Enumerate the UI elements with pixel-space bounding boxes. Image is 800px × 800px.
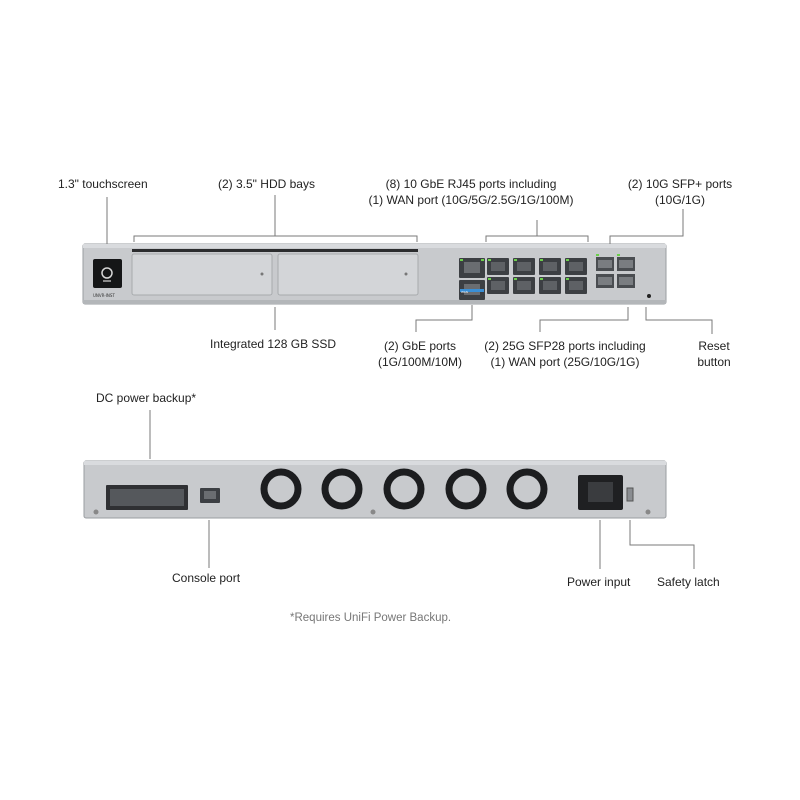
rj45-ports-label: (8) 10 GbE RJ45 ports including (1) WAN … (368, 177, 574, 207)
front-panel: UNVR-INST (82, 243, 667, 305)
console-port-label: Console port (172, 571, 241, 585)
reset-button[interactable] (647, 294, 651, 298)
hdd-bay-2[interactable] (277, 253, 419, 296)
fan-3 (383, 468, 425, 510)
cooling-fans (260, 468, 548, 510)
device-model-label: UNVR-INST (93, 293, 115, 298)
gbe-ports-label: (2) GbE ports (1G/100M/10M) (377, 339, 463, 369)
gbe-ports[interactable] (459, 258, 485, 300)
touchscreen-label: 1.3" touchscreen (58, 177, 148, 191)
ssd-label: Integrated 128 GB SSD (210, 337, 337, 351)
hdd-bay-top-strip (132, 249, 418, 252)
fan-2 (321, 468, 363, 510)
fan-4 (445, 468, 487, 510)
front-leader-lines (106, 195, 713, 334)
sfp-cages[interactable] (596, 254, 635, 288)
sfp28-ports-label: (2) 25G SFP28 ports including (1) WAN po… (484, 339, 646, 369)
wan-badge (460, 289, 484, 292)
hdd-bays-label: (2) 3.5" HDD bays (218, 177, 315, 191)
rear-leader-lines (149, 410, 695, 569)
footnote: *Requires UniFi Power Backup. (290, 612, 452, 624)
fan-5 (506, 468, 548, 510)
safety-latch-label: Safety latch (657, 575, 720, 589)
hdd-bay-1[interactable] (131, 253, 273, 296)
dc-power-backup-connector[interactable] (106, 485, 188, 510)
power-input-label: Power input (567, 575, 631, 589)
reset-button-label: Reset button (697, 339, 731, 369)
wan-badge-text: WAN (461, 290, 468, 294)
dc-power-backup-label: DC power backup* (96, 391, 197, 405)
rj45-10gbe-ports[interactable] (487, 258, 587, 294)
sfp-plus-ports-label: (2) 10G SFP+ ports (10G/1G) (627, 177, 733, 207)
fan-1 (260, 468, 302, 510)
safety-latch[interactable] (626, 487, 634, 502)
console-port[interactable] (200, 488, 220, 503)
touchscreen (93, 259, 122, 288)
rear-panel (83, 460, 667, 519)
power-input[interactable] (578, 475, 623, 510)
